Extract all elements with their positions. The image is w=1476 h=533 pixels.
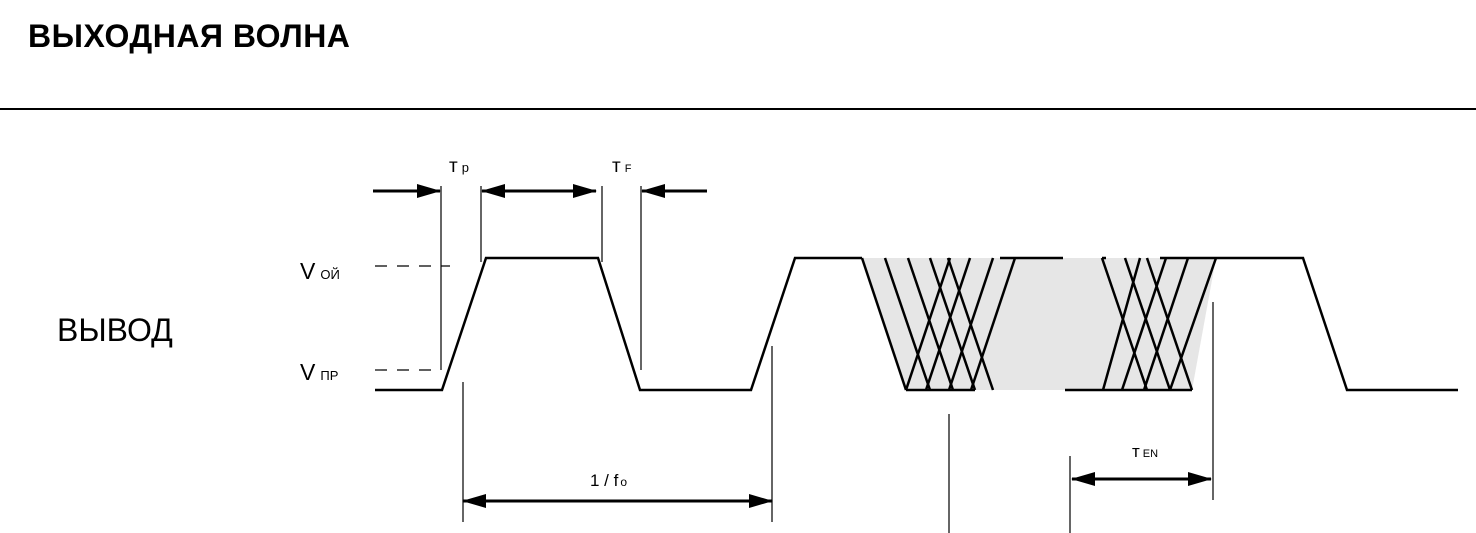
signal-label: ВЫВОД bbox=[57, 312, 173, 348]
output-waveform-tail bbox=[1160, 256, 1458, 392]
title-divider bbox=[0, 108, 1476, 110]
enable-transition-lines bbox=[1065, 256, 1218, 392]
disable-transition-lines bbox=[860, 256, 1063, 392]
output-waveform bbox=[375, 256, 862, 392]
transition-shade bbox=[862, 258, 1216, 390]
page-title: ВЫХОДНАЯ ВОЛНА bbox=[28, 18, 351, 54]
timing-arrows bbox=[373, 184, 1212, 508]
